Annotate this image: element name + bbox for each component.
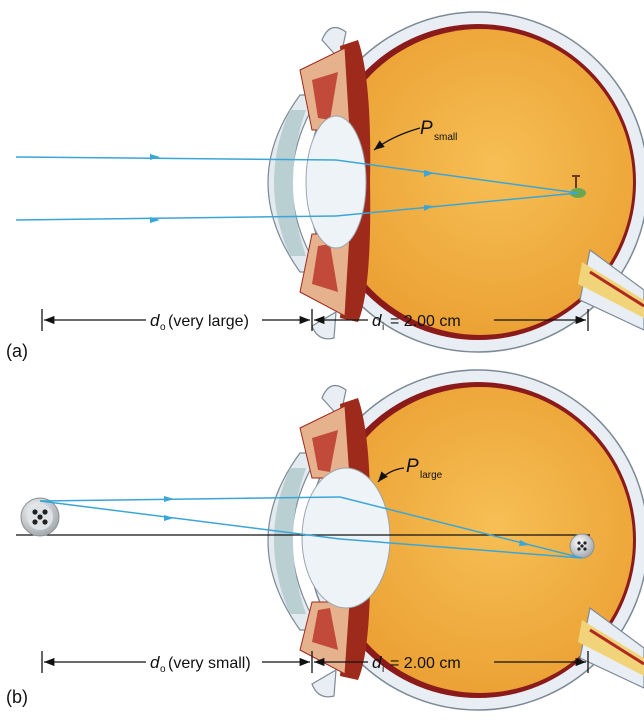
image-ball-b [569,533,595,559]
image-distance-subscript-a: i [382,322,384,333]
dimension-a: d o (very large) d i = 2.00 cm [41,309,589,333]
power-label-a: P small [373,118,457,151]
panel-b: P large d o (very small) d i = 2.00 cm (… [6,369,644,711]
power-subscript-b: large [420,470,443,481]
image-distance-text-b: = 2.00 cm [390,655,461,672]
image-distance-text-a: = 2.00 cm [390,313,461,330]
panel-label-a: (a) [6,341,28,361]
object-distance-symbol-b: d [150,653,160,672]
panel-a: P small d o (very large) d i = 2.00 cm (… [6,11,644,361]
eyeball-a [267,11,644,353]
object-distance-symbol-a: d [150,311,160,330]
image-distance-symbol-b: d [372,653,382,672]
object-ball-b [20,497,60,537]
object-distance-subscript-a: o [160,322,166,333]
image-distance-symbol-a: d [372,311,382,330]
eyeball-b [267,369,644,711]
panel-label-b: (b) [6,687,28,707]
dimension-b: d o (very small) d i = 2.00 cm [41,651,589,675]
rays-a [15,154,579,223]
object-distance-subscript-b: o [160,664,166,675]
object-distance-text-a: (very large) [168,313,249,330]
power-symbol-b: P [406,456,419,477]
power-symbol-a: P [420,118,433,139]
rays-b [39,496,583,559]
object-distance-text-b: (very small) [168,655,251,672]
power-label-b: P large [377,456,443,483]
image-distance-subscript-b: i [382,664,384,675]
power-subscript-a: small [434,132,457,143]
